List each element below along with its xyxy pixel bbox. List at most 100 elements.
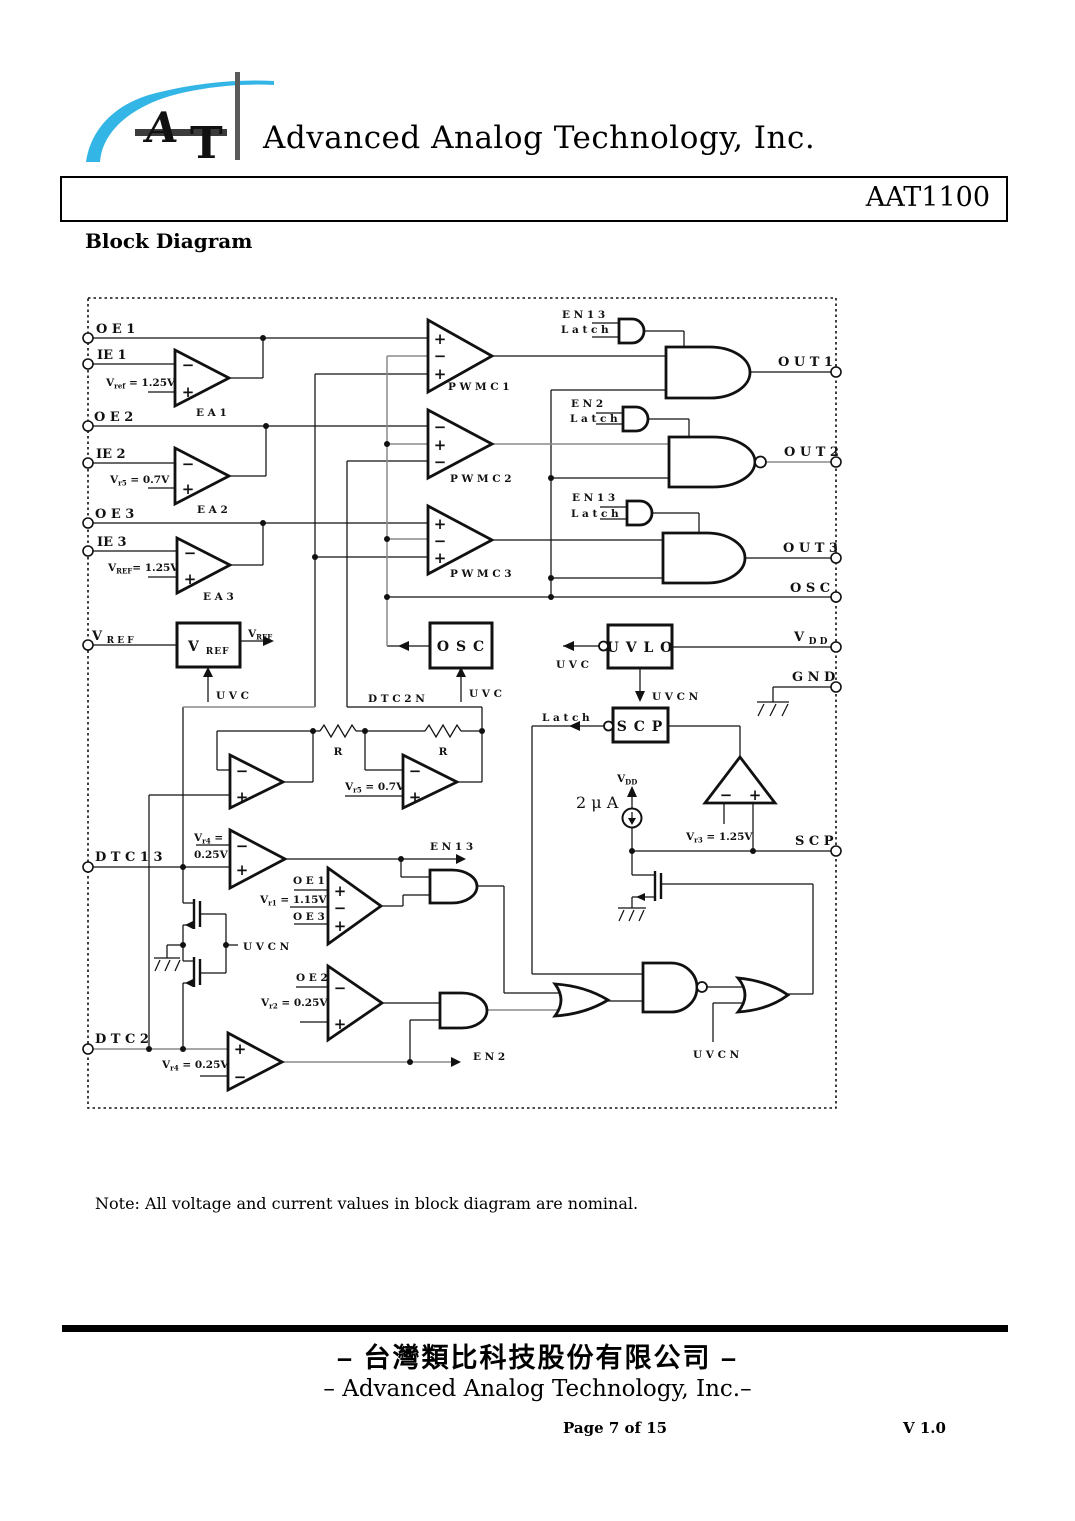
scp-comp-plus: + bbox=[749, 786, 762, 804]
uvc-label: U V C bbox=[556, 659, 589, 671]
ea2-ref-label: Vr5 = 0.7V bbox=[109, 474, 170, 488]
logo-vertical-line bbox=[235, 72, 240, 160]
uvlo-block: U V L O U V C U V C N bbox=[556, 623, 699, 703]
pin-terminal bbox=[82, 639, 94, 651]
pin-terminal bbox=[830, 641, 842, 653]
mosfet-arrow-icon bbox=[185, 979, 193, 987]
arrow-right-icon bbox=[451, 1057, 461, 1067]
pin-dtc2-label: D T C 2 bbox=[95, 1032, 149, 1047]
pwmc3-comparator: + − + P W M C 3 bbox=[426, 503, 512, 580]
and-gate-en13 bbox=[428, 868, 479, 905]
pin-terminal bbox=[82, 861, 94, 873]
vr5-plus: + bbox=[409, 788, 422, 806]
pwmc2-minus2: − bbox=[434, 453, 447, 471]
oe13-plus1: + bbox=[334, 882, 347, 900]
inverter-bubble-icon bbox=[603, 720, 614, 732]
pin-oe1-label: O E 1 bbox=[96, 322, 135, 337]
pin-terminal bbox=[82, 545, 94, 557]
en13-label: E N 1 3 bbox=[572, 492, 615, 504]
pin-terminal bbox=[82, 332, 94, 344]
or-gate-1 bbox=[552, 982, 611, 1018]
oe13-comparator: + − + O E 1 Vr1 = 1.15V O E 3 bbox=[259, 865, 384, 947]
pin-vdd-label: V D D bbox=[793, 630, 828, 647]
or-gate-2 bbox=[734, 976, 791, 1014]
resistor-icon bbox=[319, 723, 357, 739]
label-r1: R bbox=[334, 746, 343, 758]
dtc13-comparator: − + Vr4 = 0.25V bbox=[193, 827, 289, 891]
dtc2n-label: D T C 2 N bbox=[368, 693, 425, 705]
en13-net-label: E N 1 3 bbox=[430, 841, 473, 853]
out1-and-gate bbox=[664, 345, 752, 400]
ea2-plus: + bbox=[182, 480, 195, 498]
pwmc1-plus2: + bbox=[434, 365, 447, 383]
ground-icon bbox=[757, 701, 789, 717]
pins-left: O E 1 IE 1 O E 2 IE 2 O E 3 IE 3 V R E F… bbox=[82, 322, 163, 1055]
buffer-plus: + bbox=[236, 788, 249, 806]
ea1-plus: + bbox=[182, 383, 195, 401]
pin-out3-label: O U T 3 bbox=[783, 541, 838, 556]
pin-terminal bbox=[82, 457, 94, 469]
logo-letter-t: T bbox=[190, 118, 223, 166]
diagram-border bbox=[87, 297, 837, 1109]
buffer-minus: − bbox=[236, 762, 249, 780]
pin-terminal bbox=[830, 681, 842, 693]
part-number: AAT1100 bbox=[865, 182, 990, 213]
arrow-up-icon bbox=[627, 786, 637, 797]
nand-gate-latch bbox=[641, 961, 708, 1014]
pin-terminal bbox=[830, 591, 842, 603]
pwmc3-minus: − bbox=[434, 532, 447, 550]
pin-oe2-label: O E 2 bbox=[94, 410, 133, 425]
ground-icon bbox=[154, 957, 181, 972]
uvcn-net-label: U V C N bbox=[693, 1049, 740, 1061]
mosfet-arrow-icon bbox=[636, 893, 645, 901]
pin-terminal bbox=[830, 456, 842, 468]
scp-mosfet bbox=[618, 871, 663, 922]
dtc2-plus: + bbox=[234, 1040, 247, 1058]
vr5-minus: − bbox=[409, 762, 422, 780]
latch-label: L a t c h bbox=[542, 712, 590, 724]
inverter-bubble-icon bbox=[754, 455, 767, 469]
arrow-down-icon bbox=[635, 691, 645, 702]
ea3-amplifier: − + E A 3 VREF= 1.25V bbox=[107, 535, 234, 603]
pwmc1-plus1: + bbox=[434, 330, 447, 348]
vr5-label: Vr5 = 0.7V bbox=[344, 781, 405, 795]
pwmc2-label: P W M C 2 bbox=[450, 473, 512, 485]
oe1-net-label: O E 1 bbox=[293, 875, 325, 887]
dtc2-minus: − bbox=[234, 1068, 247, 1086]
resistor-icon bbox=[424, 723, 462, 739]
inverter-bubble-icon bbox=[598, 640, 609, 652]
uvlo-box-label: U V L O bbox=[607, 640, 674, 656]
pin-osc-label: O S C bbox=[790, 581, 830, 596]
arrow-left-icon bbox=[563, 641, 574, 651]
ea1-minus: − bbox=[182, 356, 195, 374]
label-r2: R bbox=[439, 746, 448, 758]
pwmc1-label: P W M C 1 bbox=[448, 381, 510, 393]
pin-terminal bbox=[830, 845, 842, 857]
pin-ie3-label: IE 3 bbox=[97, 535, 127, 550]
ea3-label: E A 3 bbox=[203, 591, 234, 603]
vref-block: V REF VREF U V C bbox=[175, 621, 274, 702]
footer-company-en: – Advanced Analog Technology, Inc.– bbox=[323, 1376, 752, 1402]
pin-out2-label: O U T 2 bbox=[784, 445, 839, 460]
ea1-ref-label: Vref = 1.25V bbox=[105, 377, 176, 391]
vr5-comparator: − + Vr5 = 0.7V bbox=[344, 752, 461, 811]
pin-terminal bbox=[82, 1043, 94, 1055]
out3-and-gate bbox=[661, 531, 747, 585]
vr4b-label: Vr4 = 0.25V bbox=[161, 1059, 229, 1073]
pin-terminal bbox=[830, 552, 842, 564]
mosfet-arrow-icon bbox=[185, 921, 193, 929]
pin-ie2-label: IE 2 bbox=[96, 447, 126, 462]
dtc2-comparator: + − Vr4 = 0.25V bbox=[161, 1030, 285, 1093]
footer-page-number: Page 7 of 15 bbox=[563, 1419, 668, 1437]
latch-and-gate-3: E N 1 3 L a t c h bbox=[571, 492, 654, 527]
section-title: Block Diagram bbox=[85, 229, 253, 253]
resistor-network: R R bbox=[319, 723, 462, 758]
arrow-left-icon bbox=[569, 721, 580, 731]
footer-rule bbox=[62, 1325, 1008, 1332]
oe2-plus: + bbox=[334, 1015, 347, 1033]
latch-and-gate-1: E N 1 3 L a t c h bbox=[561, 309, 646, 345]
pwmc1-minus: − bbox=[434, 347, 447, 365]
pin-terminal bbox=[82, 358, 94, 370]
pwmc2-minus1: − bbox=[434, 418, 447, 436]
